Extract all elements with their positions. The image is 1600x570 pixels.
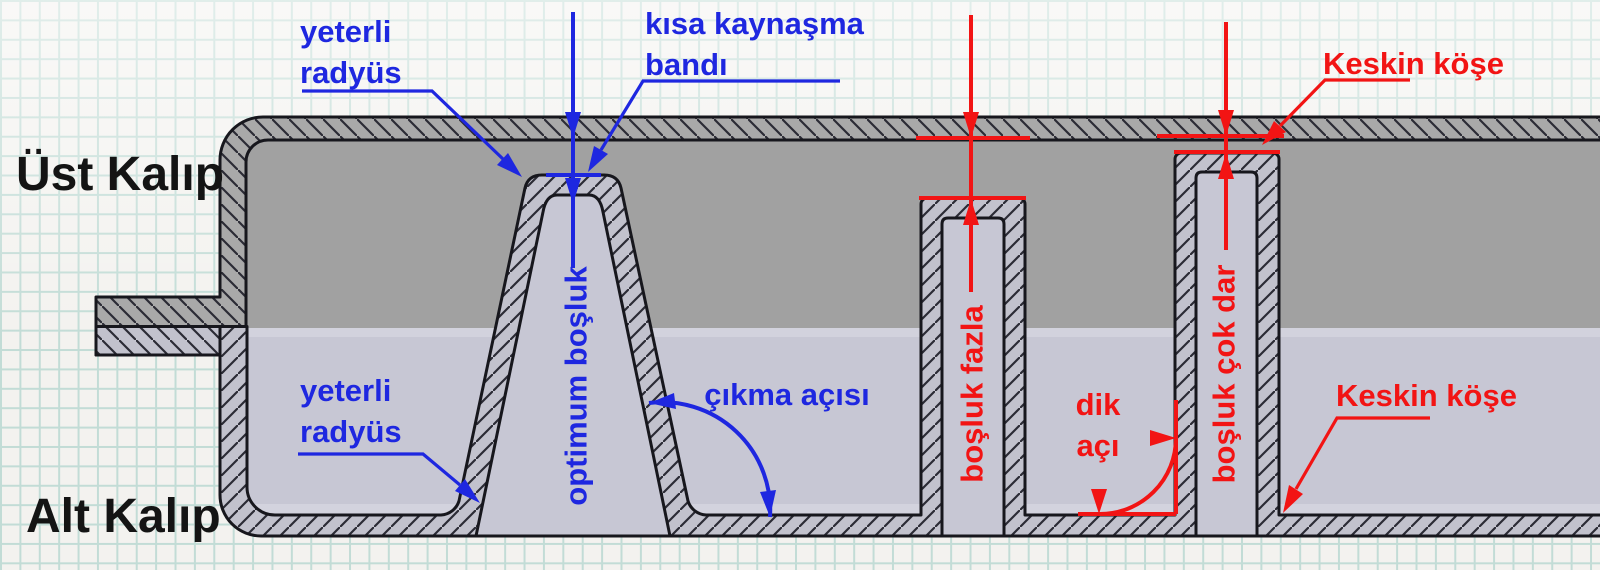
optimum-gap-label: optimum boşluk bbox=[558, 266, 594, 506]
right-angle-arc bbox=[1098, 437, 1178, 517]
arrowhead-sufficient-radius-bottom bbox=[455, 479, 480, 503]
red-annotation-lines bbox=[916, 15, 1430, 517]
arrowhead-sufficient-radius-top bbox=[497, 153, 522, 177]
sufficient-radius-top-label: yeterli radyüs bbox=[300, 14, 402, 90]
sufficient-radius-bottom-label: yeterli radyüs bbox=[300, 373, 402, 449]
blue-annotation-lines bbox=[298, 12, 840, 518]
arrowhead-right-angle-wall bbox=[1150, 430, 1176, 446]
leader-sufficient-radius-top bbox=[302, 89, 505, 161]
arrowhead-short-weld-band bbox=[588, 146, 608, 172]
arrowhead-gap-too-narrow-down bbox=[1218, 110, 1234, 136]
sharp-corner-bottom-label: Keskin köşe bbox=[1336, 378, 1517, 413]
boss-core-cavity bbox=[474, 193, 672, 538]
gap-excessive-label: boşluk fazla bbox=[954, 305, 990, 483]
rib1-core-cavity bbox=[940, 216, 1006, 538]
arrowhead-draft-angle-floor bbox=[760, 490, 776, 517]
rib2-core-cavity bbox=[1194, 170, 1259, 538]
leader-sharp-corner-top bbox=[1278, 78, 1410, 128]
lower-mold-label: Alt Kalıp bbox=[26, 490, 221, 543]
arrowhead-sharp-corner-bottom bbox=[1283, 485, 1303, 513]
draft-angle-label: çıkma açısı bbox=[704, 377, 870, 412]
short-weld-band-label: kısa kaynaşma bandı bbox=[645, 6, 864, 82]
upper-mold-label: Üst Kalıp bbox=[16, 148, 225, 201]
arrowhead-optimum-gap-upper bbox=[565, 112, 581, 138]
arrowhead-gap-excessive-down bbox=[963, 112, 979, 138]
sharp-corner-top-label: Keskin köşe bbox=[1323, 46, 1504, 81]
gap-too-narrow-label: boşluk çok dar bbox=[1206, 264, 1242, 484]
leader-short-weld-band bbox=[599, 79, 840, 151]
arrowhead-optimum-gap-lower bbox=[565, 178, 581, 204]
leader-sharp-corner-bottom bbox=[1294, 416, 1430, 490]
leader-sufficient-radius-bottom bbox=[298, 452, 462, 487]
part-wall-upper-section bbox=[94, 115, 1600, 328]
arrowhead-gap-excessive-up bbox=[963, 199, 979, 225]
flange-lower-band bbox=[94, 325, 222, 357]
arrowhead-draft-angle-wall bbox=[649, 393, 676, 409]
right-angle-label: dik açı bbox=[1075, 387, 1121, 463]
arrowhead-gap-too-narrow-up bbox=[1218, 153, 1234, 179]
arrowhead-right-angle-floor bbox=[1091, 489, 1107, 514]
arrowhead-sharp-corner-top bbox=[1262, 121, 1286, 145]
